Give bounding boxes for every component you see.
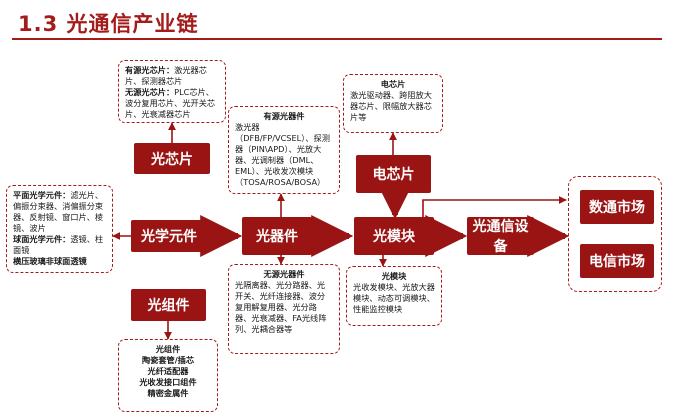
planar-element-heading: 平面光学元件： (13, 190, 71, 200)
passive-device-heading: 无源光器件 (263, 269, 305, 279)
electrical-chip-text: 激光驱动器、跨阻放大器芯片、限幅放大器芯片等 (350, 90, 432, 122)
passive-chip-heading: 无源光芯片： (125, 87, 175, 97)
electrical-chip-detail-box: 电芯片 激光驱动器、跨阻放大器芯片、限幅放大器芯片等 (343, 74, 443, 133)
electrical-chip-node[interactable]: 电芯片 (356, 155, 431, 193)
active-chip-text: 激光器芯片、探测器芯片 (125, 65, 207, 86)
optical-module-detail-box: 光模块 光收发模块、光放大器模块、动态可调模块、性能监控模块 (346, 266, 442, 326)
datacom-market-node[interactable]: 数通市场 (580, 190, 654, 224)
optical-assembly-node[interactable]: 光组件 (131, 289, 206, 321)
assembly-item: 光收发接口组件 (139, 377, 197, 387)
line-module-to-market (422, 196, 567, 217)
telecom-market-node[interactable]: 电信市场 (580, 244, 654, 278)
active-device-detail-box: 有源光器件 激光器（DFB/FP/VCSEL）、探测器（PIN\APD）、光放大… (228, 106, 340, 194)
electrical-chip-heading: 电芯片 (380, 79, 406, 89)
passive-device-detail-box: 无源光器件 光隔离器、光分路器、光开关、光纤连接器、波分复用解复用器、光分路器、… (228, 264, 340, 354)
optical-chip-node[interactable]: 光芯片 (134, 143, 210, 174)
optical-module-text: 光收发模块、光放大器模块、动态可调模块、性能监控模块 (353, 282, 435, 314)
spherical-element-heading: 球面光学元件： (13, 234, 71, 244)
comm-equipment-node[interactable]: 光通信设备 (467, 217, 534, 255)
title-divider (12, 38, 662, 40)
optical-module-node[interactable]: 光模块 (354, 217, 434, 255)
planar-element-text: 滤光片、偏振分束器、消偏振分束器、反射镜、窗口片、棱镜、波片 (13, 190, 104, 233)
passive-device-text: 光隔离器、光分路器、光开关、光纤连接器、波分复用解复用器、光分路器、光衰减器、F… (235, 280, 327, 334)
assembly-item: 光纤适配器 (147, 366, 189, 376)
assembly-item: 陶瓷套管/插芯 (141, 355, 195, 365)
aspheric-lens-text: 横压玻璃非球面透镜 (13, 256, 87, 266)
market-group-box (568, 176, 662, 292)
optical-chip-detail-box: 有源光芯片：激光器芯片、探测器芯片 无源光芯片：PLC芯片、波分复用芯片、光开关… (118, 60, 226, 123)
optical-device-node[interactable]: 光器件 (242, 217, 312, 255)
active-chip-heading: 有源光芯片： (125, 65, 175, 75)
passive-chip-text: PLC芯片、波分复用芯片、光开关芯片、光衰减器芯片 (125, 87, 216, 119)
spherical-element-text: 透镜、柱面镜 (13, 234, 104, 255)
optical-assembly-heading: 光组件 (155, 344, 181, 354)
active-device-text: 激光器（DFB/FP/VCSEL）、探测器（PIN\APD）、光放大器、光调制器… (235, 122, 330, 187)
optical-assembly-detail-box: 光组件 陶瓷套管/插芯 光纤适配器 光收发接口组件 精密金属件 (118, 339, 218, 412)
optical-element-node[interactable]: 光学元件 (131, 220, 207, 252)
page-title: 1.3 光通信产业链 (18, 12, 199, 36)
active-device-heading: 有源光器件 (263, 111, 305, 121)
assembly-item: 精密金属件 (147, 388, 189, 398)
optical-module-heading: 光模块 (381, 271, 407, 281)
optical-element-detail-box: 平面光学元件：滤光片、偏振分束器、消偏振分束器、反射镜、窗口片、棱镜、波片 球面… (6, 185, 113, 273)
